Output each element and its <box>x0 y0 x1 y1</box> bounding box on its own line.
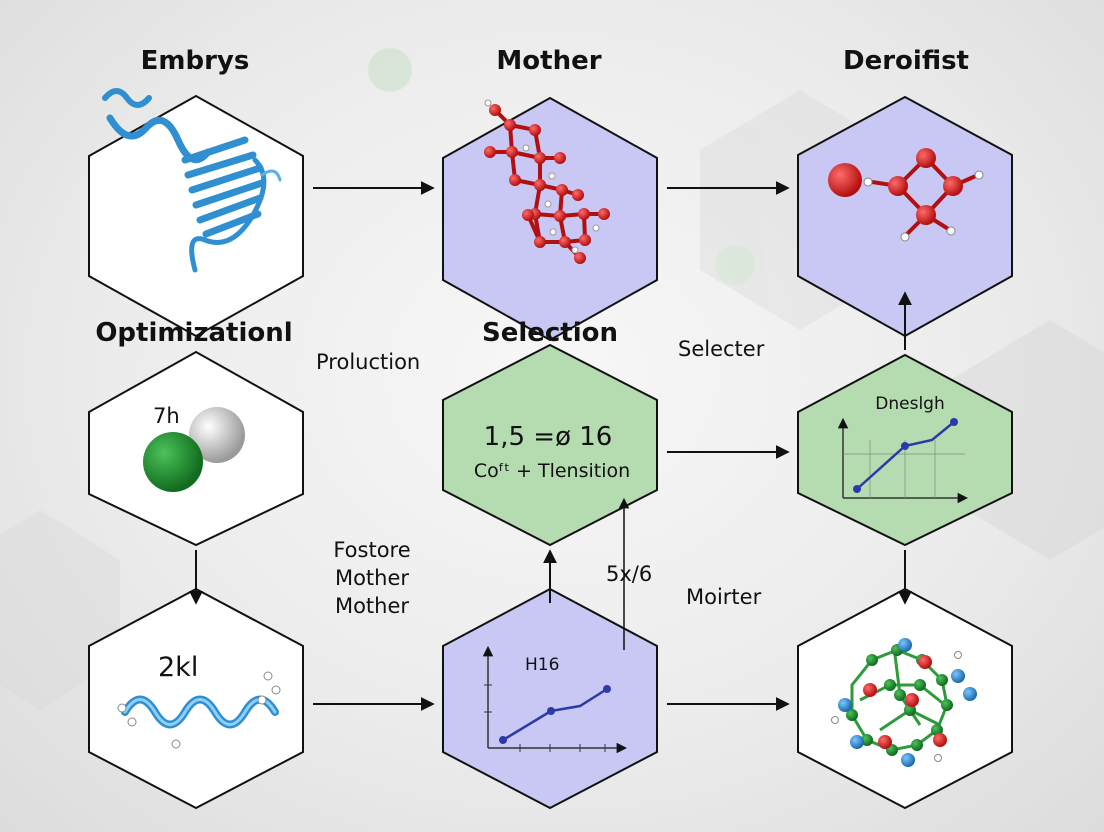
hex-mother <box>442 96 658 342</box>
small-molecule-icon <box>828 148 984 242</box>
hex-bottom-right <box>797 587 1013 810</box>
design-chart-title: Dneslgh <box>875 394 945 414</box>
protein-helix-icon <box>102 88 282 273</box>
protein-network-icon <box>831 638 977 767</box>
design-line-chart-icon <box>837 417 969 504</box>
title-mother: Mother <box>496 46 602 76</box>
selection-caption: Coᶠᵗ + Tlensition <box>473 460 631 482</box>
molecule-network-icon <box>484 99 610 264</box>
hex-bottom-mid <box>442 587 658 810</box>
title-embrys: Embrys <box>140 46 250 76</box>
bottommid-line-chart-icon <box>482 645 628 754</box>
two-sphere-icon <box>143 407 245 492</box>
optimization-value: 7h <box>153 404 180 428</box>
bottommid-chart-title: H16 <box>525 655 560 675</box>
note-fostore-line-1: Fostore <box>333 538 411 562</box>
note-selecter: Selecter <box>678 337 765 361</box>
hex-deroifist <box>797 95 1013 338</box>
note-5x6: 5x/6 <box>606 562 653 586</box>
bottom-left-value: 2kl <box>158 652 199 683</box>
note-moirter: Moirter <box>686 585 762 609</box>
selection-formula: 1,5 =ø 16 <box>483 422 613 452</box>
title-optimization: Optimizationl <box>95 318 293 348</box>
note-proluction: Proluction <box>316 350 421 374</box>
helix-icon <box>117 671 281 749</box>
title-selection: Selection <box>481 318 619 348</box>
note-fostore-block: Fostore Mother Mother <box>333 536 410 620</box>
hex-selection <box>442 343 658 547</box>
note-fostore-line-2: Mother <box>334 566 410 590</box>
title-deroifist: Deroifist <box>843 46 969 76</box>
note-fostore-line-3: Mother <box>334 594 410 618</box>
